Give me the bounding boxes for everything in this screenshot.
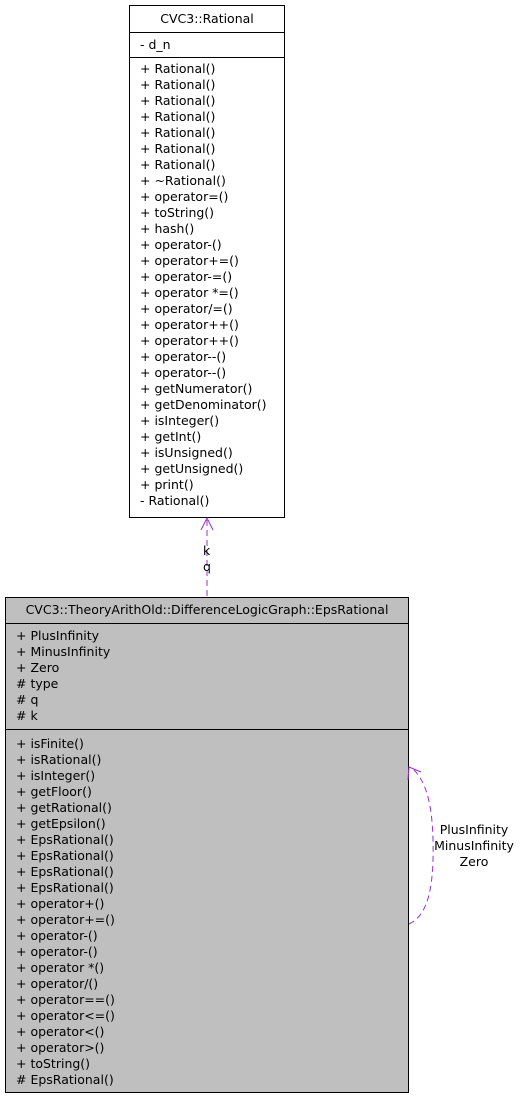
- rational-attributes: - d_n: [130, 33, 284, 58]
- member-row: + print(): [140, 477, 194, 492]
- member-row: + operator--(): [140, 365, 227, 380]
- member-row: + operator *(): [16, 960, 105, 975]
- member-row: + operator-(): [16, 944, 98, 959]
- member-row: + Rational(): [140, 61, 216, 76]
- member-row: + Rational(): [140, 157, 216, 172]
- member-row: + getDenominator(): [140, 397, 267, 412]
- member-row: + EpsRational(): [16, 832, 114, 847]
- member-row: # type: [16, 676, 59, 691]
- class-box-eps-rational[interactable]: CVC3::TheoryArithOld::DifferenceLogicGra…: [5, 597, 409, 1093]
- member-row: + operator=(): [140, 189, 229, 204]
- edge-label-zero: Zero: [459, 854, 489, 869]
- member-row: + Rational(): [140, 77, 216, 92]
- member-row: + operator++(): [140, 317, 239, 332]
- member-row: + Rational(): [140, 125, 216, 140]
- member-row: + hash(): [140, 221, 195, 236]
- member-row: + operator--(): [140, 349, 227, 364]
- member-row: + isFinite(): [16, 736, 84, 751]
- member-row: + EpsRational(): [16, 864, 114, 879]
- eps-rational-operations: + isFinite()+ isRational()+ isInteger()+…: [6, 730, 408, 1094]
- member-row: + operator *=(): [140, 285, 239, 300]
- member-row: + getFloor(): [16, 784, 92, 799]
- member-row: + MinusInfinity: [16, 644, 111, 659]
- member-row: + operator++(): [140, 333, 239, 348]
- member-row: + EpsRational(): [16, 848, 114, 863]
- edge-label-minus-infinity: MinusInfinity: [434, 838, 514, 853]
- member-row: + operator<=(): [16, 1008, 115, 1023]
- member-row: + operator+=(): [140, 253, 239, 268]
- member-row: + Rational(): [140, 141, 216, 156]
- member-row: + operator<(): [16, 1024, 105, 1039]
- edge-label-k: k: [203, 543, 211, 558]
- edge-self-arrowhead: [407, 766, 422, 781]
- edge-composition-arrowhead: [200, 516, 214, 531]
- class-title-eps-rational: CVC3::TheoryArithOld::DifferenceLogicGra…: [6, 598, 408, 624]
- member-row: + toString(): [140, 205, 215, 220]
- member-row: # q: [16, 692, 39, 707]
- member-row: + Rational(): [140, 93, 216, 108]
- member-row: + operator/(): [16, 976, 99, 991]
- member-row: + operator-=(): [140, 269, 233, 284]
- member-row: + getInt(): [140, 429, 202, 444]
- member-row: - Rational(): [140, 493, 210, 508]
- class-title-rational: CVC3::Rational: [130, 6, 284, 33]
- rational-operations: + Rational()+ Rational()+ Rational()+ Ra…: [130, 58, 284, 515]
- edge-label-plus-infinity: PlusInfinity: [439, 822, 509, 837]
- member-row: + Zero: [16, 660, 60, 675]
- member-row: + operator-(): [16, 928, 98, 943]
- member-row: + PlusInfinity: [16, 628, 100, 643]
- member-row: + ~Rational(): [140, 173, 226, 188]
- member-row: + getEpsilon(): [16, 816, 106, 831]
- edge-self-loop: [408, 767, 434, 925]
- member-row: + Rational(): [140, 109, 216, 124]
- class-box-rational[interactable]: CVC3::Rational - d_n + Rational()+ Ratio…: [129, 5, 285, 518]
- member-row: # EpsRational(): [16, 1072, 114, 1087]
- member-row: + isRational(): [16, 752, 102, 767]
- member-row: + getNumerator(): [140, 381, 253, 396]
- member-row: + operator/=(): [140, 301, 233, 316]
- member-row: + isUnsigned(): [140, 445, 233, 460]
- member-row: + operator>(): [16, 1040, 105, 1055]
- member-row: + operator-(): [140, 237, 222, 252]
- member-row: # k: [16, 708, 38, 723]
- member-row: + EpsRational(): [16, 880, 114, 895]
- eps-rational-attributes: + PlusInfinity+ MinusInfinity+ Zero# typ…: [6, 624, 408, 730]
- member-row: + operator+=(): [16, 912, 115, 927]
- member-row: + isInteger(): [140, 413, 220, 428]
- member-row: + getUnsigned(): [140, 461, 244, 476]
- member-row: + operator==(): [16, 992, 115, 1007]
- member-row: + isInteger(): [16, 768, 96, 783]
- member-row: + operator+(): [16, 896, 105, 911]
- member-row: + toString(): [16, 1056, 91, 1071]
- member-row: - d_n: [140, 37, 171, 52]
- edge-label-q: q: [203, 559, 211, 574]
- member-row: + getRational(): [16, 800, 112, 815]
